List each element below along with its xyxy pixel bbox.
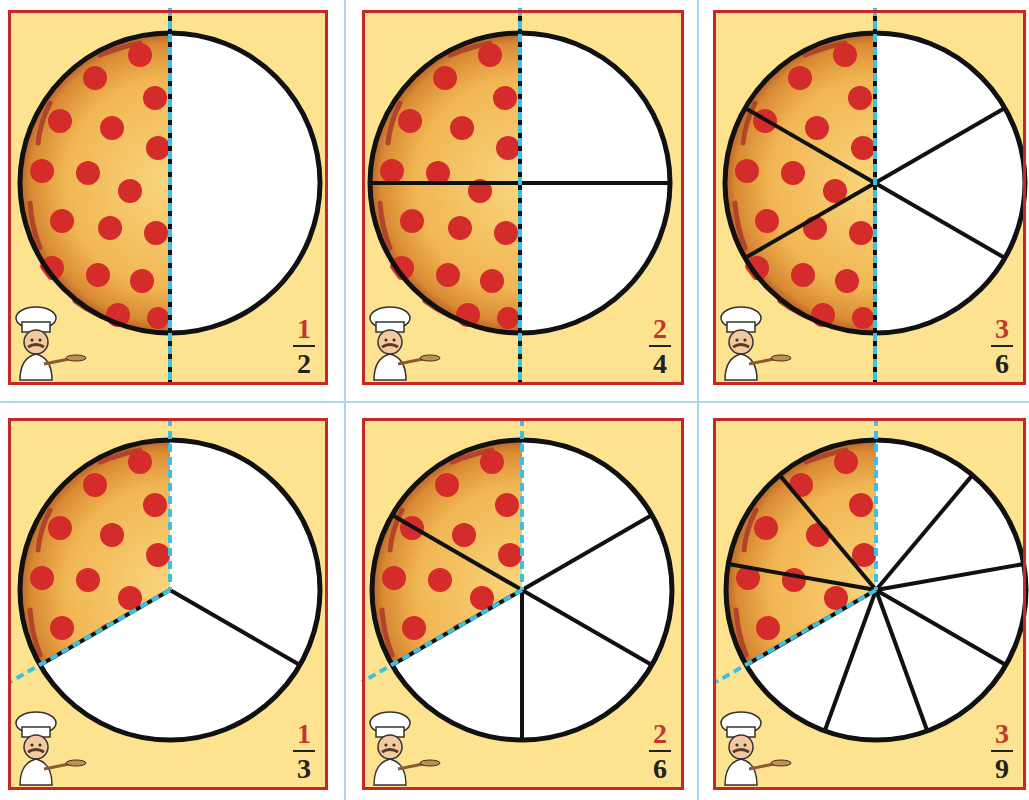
fraction-bar [649, 345, 671, 347]
fraction-card: 36 [713, 10, 1026, 385]
denominator: 2 [295, 350, 313, 378]
numerator: 2 [651, 720, 669, 748]
numerator: 1 [295, 315, 313, 343]
denominator: 9 [993, 755, 1011, 783]
fraction-bar [991, 750, 1013, 752]
fraction-bar [649, 750, 671, 752]
denominator: 6 [993, 350, 1011, 378]
denominator: 6 [651, 755, 669, 783]
fraction-card: 24 [362, 10, 684, 385]
fraction: 24 [649, 315, 671, 378]
numerator: 3 [993, 315, 1011, 343]
fraction-bar [293, 750, 315, 752]
fraction-card: 12 [8, 10, 328, 385]
fraction-card: 39 [713, 418, 1026, 790]
fraction: 39 [991, 720, 1013, 783]
numerator: 3 [993, 720, 1011, 748]
fraction-bar [293, 345, 315, 347]
denominator: 4 [651, 350, 669, 378]
fraction: 26 [649, 720, 671, 783]
fraction-card: 26 [362, 418, 684, 790]
fraction: 12 [293, 315, 315, 378]
fraction: 36 [991, 315, 1013, 378]
denominator: 3 [295, 755, 313, 783]
fraction: 13 [293, 720, 315, 783]
fraction-card: 13 [8, 418, 328, 790]
fraction-bar [991, 345, 1013, 347]
numerator: 1 [295, 720, 313, 748]
numerator: 2 [651, 315, 669, 343]
